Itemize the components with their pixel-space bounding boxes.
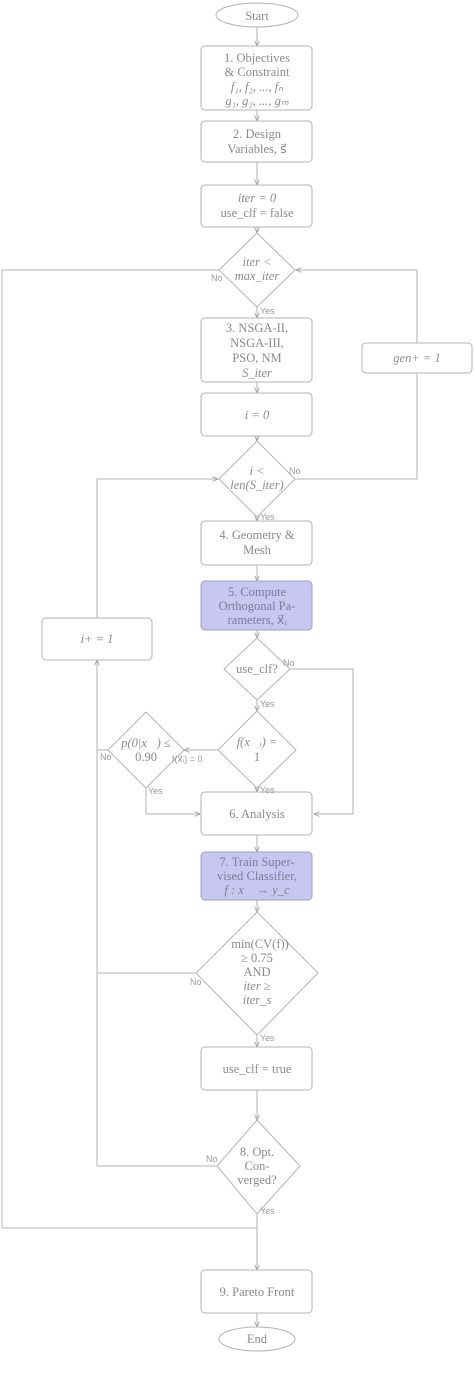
label-f-zero: f(x⃗ᵢ) = 0 bbox=[172, 754, 203, 764]
i-init-node: i = 0 bbox=[200, 392, 313, 437]
train-line2: vised Classifier, bbox=[217, 869, 297, 883]
i-check-node: i < len(S_iter) bbox=[218, 440, 296, 518]
converged-check-node: 8. Opt. Con- verged? bbox=[216, 1119, 301, 1215]
i-increment-text: i+ = 1 bbox=[81, 632, 114, 646]
i-increment-node: i+ = 1 bbox=[41, 617, 153, 661]
pareto-text: 9. Pareto Front bbox=[220, 1285, 295, 1299]
f-check-node: f(x⃗ᵢ) = 1 bbox=[217, 710, 297, 789]
converged-line2: Con- bbox=[245, 1159, 270, 1173]
objectives-g-list: g₁, g₂, ..., gₘ bbox=[225, 94, 289, 108]
start-node: Start bbox=[215, 2, 299, 28]
edge-gen-back bbox=[296, 270, 418, 343]
cv-check-line1: min(CV(f)) bbox=[231, 937, 289, 951]
end-text: End bbox=[247, 1332, 268, 1346]
design-line2: Variables, s⃗ bbox=[227, 142, 287, 156]
use-clf-check-text: use_clf? bbox=[236, 662, 278, 676]
train-classifier-node: 7. Train Super- vised Classifier, f : x⃗… bbox=[200, 851, 313, 901]
label-cvcheck-no: No bbox=[190, 977, 202, 987]
gen-increment-node: gen+ = 1 bbox=[361, 342, 473, 374]
label-icheck-yes: Yes bbox=[260, 512, 275, 522]
compute-params-node: 5. Compute Orthogonal Pa- rameters, x⃗ᵢ bbox=[200, 580, 313, 631]
geometry-node: 4. Geometry & Mesh bbox=[200, 520, 313, 566]
compute-line2: Orthogonal Pa- bbox=[219, 599, 296, 613]
optimizer-node: 3. NSGA-II, NSGA-III, PSO, NM S_iter bbox=[200, 317, 313, 383]
p-check-line2: 0.90 bbox=[135, 750, 157, 764]
edge-labels: No Yes No Yes No Yes Yes f(x⃗ᵢ) = 0 No Y… bbox=[100, 273, 301, 1216]
compute-line1: 5. Compute bbox=[228, 585, 287, 599]
label-useclf-yes: Yes bbox=[260, 699, 275, 709]
label-pcheck-yes: Yes bbox=[148, 786, 163, 796]
edge-itercheck-no bbox=[1, 269, 257, 1229]
label-cvcheck-yes: Yes bbox=[260, 1033, 275, 1043]
iter-check-line1: iter < bbox=[243, 255, 272, 269]
end-node: End bbox=[218, 1326, 296, 1352]
analysis-text: 6. Analysis bbox=[229, 807, 285, 821]
edge-iinc-icheck bbox=[96, 479, 218, 618]
init-iter: iter = 0 bbox=[238, 191, 277, 205]
analysis-node: 6. Analysis bbox=[200, 791, 313, 836]
cv-check-line2: ≥ 0.75 bbox=[241, 951, 273, 965]
i-check-line1: i < bbox=[249, 464, 264, 478]
label-useclf-no: No bbox=[283, 658, 295, 668]
cv-check-line5: iter_s bbox=[243, 993, 272, 1007]
label-itercheck-yes: Yes bbox=[260, 306, 275, 316]
design-variables-node: 2. Design Variables, s⃗ bbox=[200, 120, 313, 163]
init-useclf: use_clf = false bbox=[221, 206, 294, 220]
train-line1: 7. Train Super- bbox=[219, 855, 294, 869]
objectives-title: 1. Objectives bbox=[224, 51, 290, 65]
label-fcheck-yes: Yes bbox=[260, 785, 275, 795]
edge-pcheck-no bbox=[97, 660, 108, 751]
geometry-line2: Mesh bbox=[243, 543, 272, 557]
train-line3: f : x⃗ → y_c bbox=[224, 883, 290, 897]
optimizer-line3: PSO, NM bbox=[232, 351, 281, 365]
p-check-node: p(0|x⃗) ≤ 0.90 bbox=[107, 711, 185, 789]
gen-increment-text: gen+ = 1 bbox=[393, 351, 440, 365]
f-check-line2: 1 bbox=[254, 750, 260, 764]
label-icheck-no: No bbox=[289, 466, 301, 476]
cv-check-node: min(CV(f)) ≥ 0.75 AND iter ≥ iter_s bbox=[195, 911, 319, 1036]
edges bbox=[1, 27, 418, 1327]
objectives-subtitle: & Constraint bbox=[225, 65, 290, 79]
objectives-node: 1. Objectives & Constraint f₁, f₂, ..., … bbox=[200, 45, 313, 111]
geometry-line1: 4. Geometry & bbox=[219, 528, 295, 542]
objectives-f-list: f₁, f₂, ..., fₙ bbox=[231, 80, 284, 94]
cv-check-line3: AND bbox=[243, 965, 270, 979]
start-text: Start bbox=[245, 9, 269, 23]
label-pcheck-no: No bbox=[100, 752, 112, 762]
pareto-node: 9. Pareto Front bbox=[200, 1269, 313, 1314]
iter-check-node: iter < max_iter bbox=[218, 232, 296, 308]
design-line1: 2. Design bbox=[233, 127, 282, 141]
iter-check-line2: max_iter bbox=[235, 269, 280, 283]
use-clf-check-node: use_clf? bbox=[223, 637, 291, 701]
set-clf-node: use_clf = true bbox=[200, 1046, 313, 1091]
compute-line3: rameters, x⃗ᵢ bbox=[228, 613, 287, 627]
edge-pcheck-yes bbox=[145, 788, 200, 814]
f-check-line1: f(x⃗ᵢ) = bbox=[237, 735, 278, 749]
cv-check-line4: iter ≥ bbox=[243, 979, 270, 993]
i-check-line2: len(S_iter) bbox=[230, 478, 283, 492]
set-clf-text: use_clf = true bbox=[223, 1062, 292, 1076]
converged-line3: verged? bbox=[237, 1173, 277, 1187]
optimizer-line1: 3. NSGA-II, bbox=[226, 321, 288, 335]
label-itercheck-no: No bbox=[211, 273, 223, 283]
label-converged-yes: Yes bbox=[260, 1206, 275, 1216]
p-check-line1: p(0|x⃗) ≤ bbox=[120, 736, 171, 750]
optimizer-line2: NSGA-III, bbox=[230, 336, 284, 350]
init-node: iter = 0 use_clf = false bbox=[200, 184, 313, 228]
edge-icheck-no bbox=[295, 373, 418, 480]
i-init-text: i = 0 bbox=[245, 408, 270, 422]
converged-line1: 8. Opt. bbox=[240, 1145, 274, 1159]
optimizer-line4: S_iter bbox=[242, 366, 272, 380]
edge-useclf-no bbox=[290, 668, 354, 814]
label-converged-no: No bbox=[206, 1154, 218, 1164]
